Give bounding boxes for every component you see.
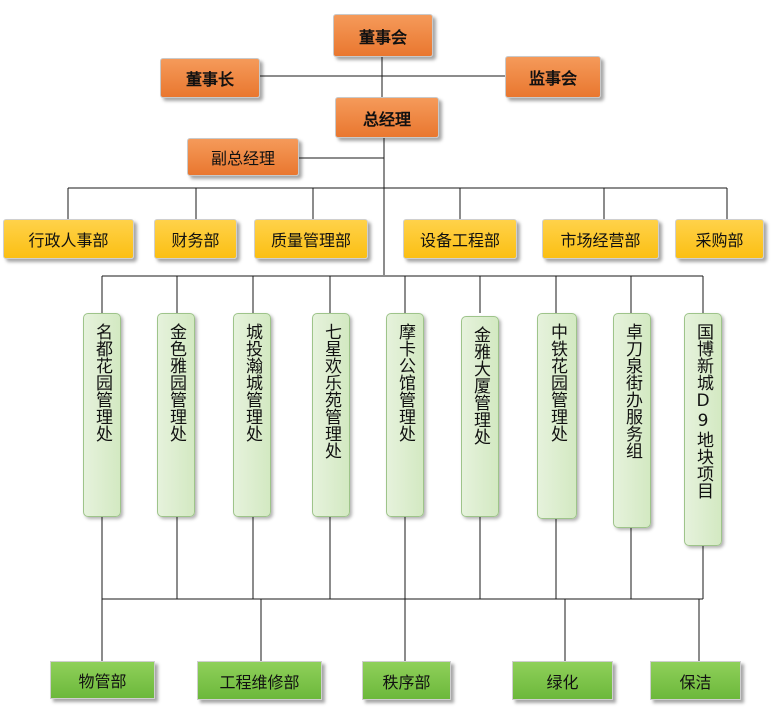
management-office-label: 中铁花园管理处 [547,323,567,442]
management-office-box: 中铁花园管理处 [537,313,577,519]
management-office-box: 金色雅园管理处 [157,313,195,517]
department-box: 财务部 [154,219,237,259]
management-office-label: 卓刀泉街办服务组 [622,323,642,459]
service-unit-box: 秩序部 [362,661,451,700]
management-office-label: 城投瀚城管理处 [242,323,262,442]
management-office-label: 金色雅园管理处 [166,323,186,442]
management-office-box: 七星欢乐苑管理处 [312,313,350,517]
supervisors-box: 监事会 [505,56,601,98]
management-office-box: 金雅大厦管理处 [461,316,499,517]
department-box: 设备工程部 [403,219,517,259]
chairman-box: 董事长 [160,58,260,98]
department-box: 质量管理部 [254,219,368,259]
management-office-box: 城投瀚城管理处 [233,313,271,517]
management-office-box: 卓刀泉街办服务组 [613,313,651,528]
management-office-label: 七星欢乐苑管理处 [321,323,341,459]
board-box: 董事会 [333,14,433,57]
service-unit-box: 保洁 [650,661,741,700]
management-office-label: 国博新城D9地块项目 [693,323,713,499]
management-office-box: 摩卡公馆管理处 [386,313,424,517]
management-office-label: 名都花园管理处 [92,323,112,442]
management-office-label: 金雅大厦管理处 [470,326,490,445]
service-unit-box: 绿化 [512,661,613,700]
general-manager-box: 总经理 [335,97,439,138]
department-box: 行政人事部 [3,219,134,259]
department-box: 采购部 [675,219,764,259]
management-office-box: 国博新城D9地块项目 [684,313,722,546]
department-box: 市场经营部 [542,219,659,259]
management-office-box: 名都花园管理处 [83,313,121,517]
deputy-gm-box: 副总经理 [187,138,299,176]
service-unit-box: 物管部 [50,661,155,699]
service-unit-box: 工程维修部 [197,661,322,700]
management-office-label: 摩卡公馆管理处 [395,323,415,442]
